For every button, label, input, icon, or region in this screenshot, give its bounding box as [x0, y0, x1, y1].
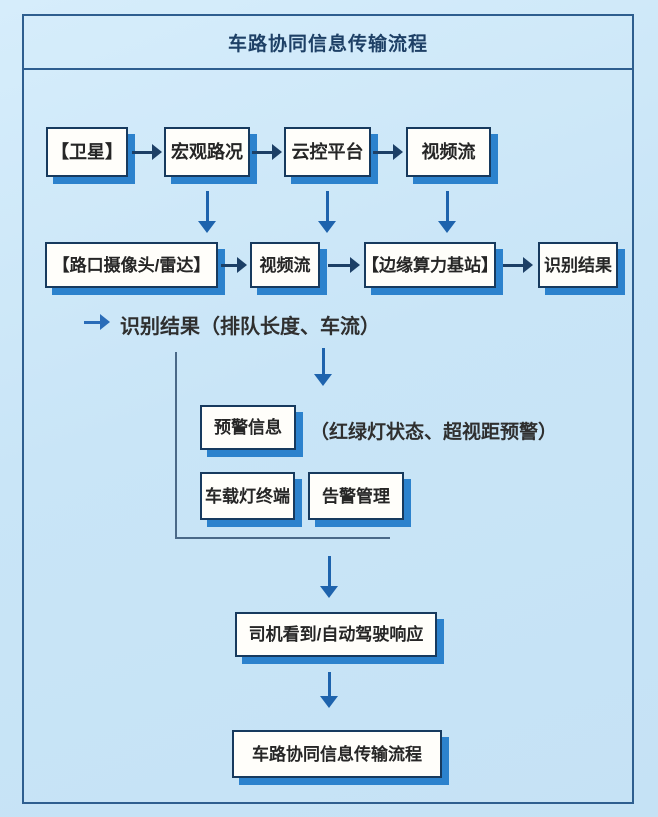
node-edge-compute-station: 【边缘算力基站】: [362, 242, 498, 288]
arrow-right-icon: [252, 144, 282, 160]
arrow-down-icon: [438, 191, 456, 233]
node-footer-process: 车路协同信息传输流程: [232, 730, 442, 778]
arrow-down-icon: [320, 672, 338, 708]
node-alert-info: 预警信息: [200, 405, 296, 450]
arrow-right-icon: [328, 257, 360, 273]
arrow-down-icon: [314, 348, 332, 386]
connector-line: [175, 537, 390, 539]
diagram-title: 车路协同信息传输流程: [227, 33, 428, 55]
node-macro-traffic: 宏观路况: [164, 127, 250, 177]
node-satellite: 【卫星】: [46, 127, 128, 177]
arrow-right-icon: [373, 144, 403, 160]
arrow-right-icon: [503, 257, 533, 273]
connector-line: [175, 352, 177, 539]
node-recognition-result: 识别结果: [538, 242, 618, 288]
arrow-down-icon: [320, 556, 338, 598]
node-alarm-management: 告警管理: [308, 472, 404, 520]
node-driver-response: 司机看到/自动驾驶响应: [235, 612, 437, 657]
node-vehicle-light-terminal: 车载灯终端: [200, 472, 295, 520]
node-video-stream-top: 视频流: [406, 127, 491, 177]
node-cloud-platform: 云控平台: [284, 127, 371, 177]
node-video-stream-mid: 视频流: [250, 242, 320, 288]
node-intersection-camera-radar: 【路口摄像头/雷达】: [45, 242, 218, 288]
arrow-down-icon: [198, 191, 216, 233]
recognition-annotation: 识别结果（排队长度、车流）: [120, 316, 380, 338]
arrow-right-icon: [221, 257, 247, 273]
arrow-down-icon: [318, 191, 336, 233]
diagram-title-bar: 车路协同信息传输流程: [22, 14, 634, 70]
arrow-right-icon: [132, 144, 162, 160]
alert-annotation: （红绿灯状态、超视距预警）: [310, 422, 558, 443]
arrow-right-icon: [84, 314, 110, 330]
